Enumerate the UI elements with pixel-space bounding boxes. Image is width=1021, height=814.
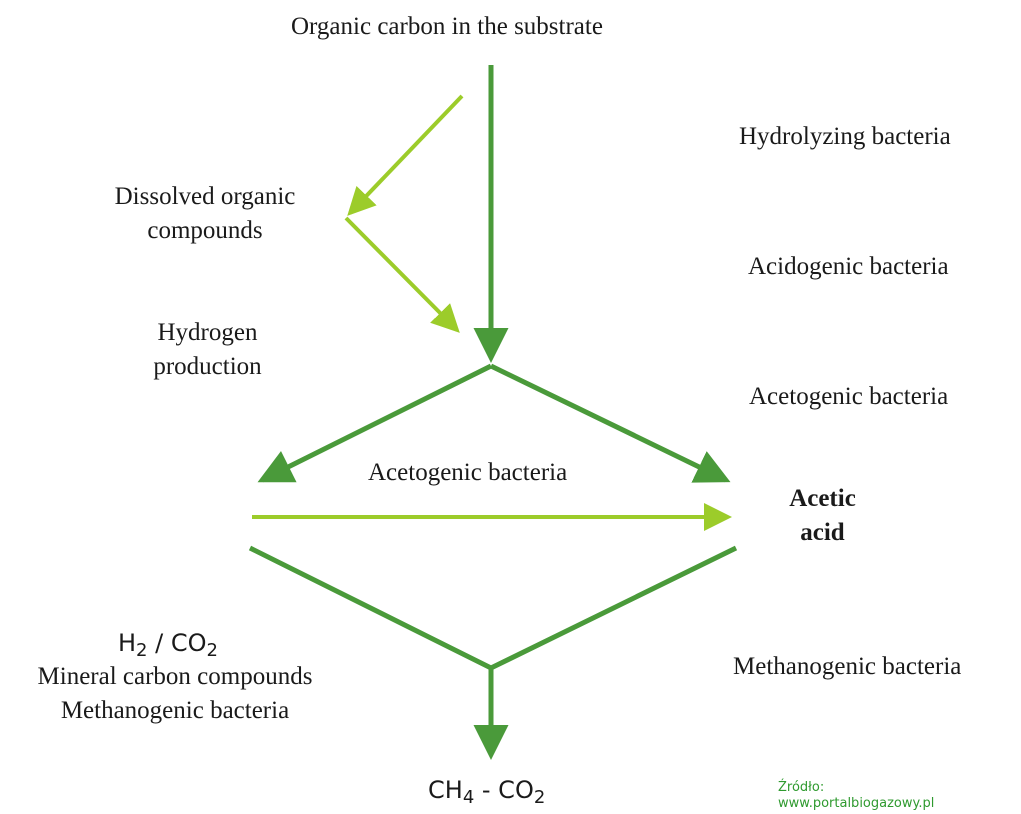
- methanogenic-bacteria-right-label: Methanogenic bacteria: [733, 653, 962, 680]
- dissolved-line1: Dissolved organic: [114, 183, 296, 210]
- source-credit: Źródło: www.portalbiogazowy.pl: [778, 780, 934, 812]
- acetic-acid-label: Acetic acid: [770, 482, 875, 550]
- hydrolysis-arrow: [347, 94, 464, 216]
- mineral-carbon-label: Mineral carbon compounds: [37, 663, 313, 690]
- acetogenic-bacteria-center-label: Acetogenic bacteria: [368, 459, 568, 486]
- acidogenic-bacteria-label: Acidogenic bacteria: [748, 253, 949, 280]
- hydrogen-line2: production: [153, 353, 262, 380]
- source-url: www.portalbiogazowy.pl: [778, 796, 935, 811]
- h2-co2-label: H2 / CO2: [118, 629, 218, 661]
- acetic-line2: acid: [800, 519, 845, 546]
- left-upper-arrow: [257, 363, 493, 483]
- mineral-methanogenic-left-label: Mineral carbon compounds Methanogenic ba…: [0, 660, 350, 728]
- dissolved-line2: compounds: [147, 217, 263, 244]
- methanogenic-bacteria-left: Methanogenic bacteria: [60, 697, 290, 724]
- top-label: Organic carbon in the substrate: [291, 13, 603, 40]
- source-label: Źródło:: [778, 780, 825, 795]
- hydrogen-line1: Hydrogen: [157, 319, 258, 346]
- acidogenesis-arrow: [344, 216, 460, 333]
- hydrogen-production-label: Hydrogen production: [120, 316, 295, 384]
- dissolved-compounds-label: Dissolved organic compounds: [90, 180, 320, 248]
- hydrolyzing-bacteria-label: Hydrolyzing bacteria: [739, 123, 951, 150]
- right-upper-arrow: [489, 363, 731, 483]
- acetogenic-bacteria-right-label: Acetogenic bacteria: [749, 383, 949, 410]
- acetic-line1: Acetic: [789, 485, 856, 512]
- lower-v-lines: [248, 545, 738, 671]
- ch4-co2-label: CH4 - CO2: [428, 776, 546, 808]
